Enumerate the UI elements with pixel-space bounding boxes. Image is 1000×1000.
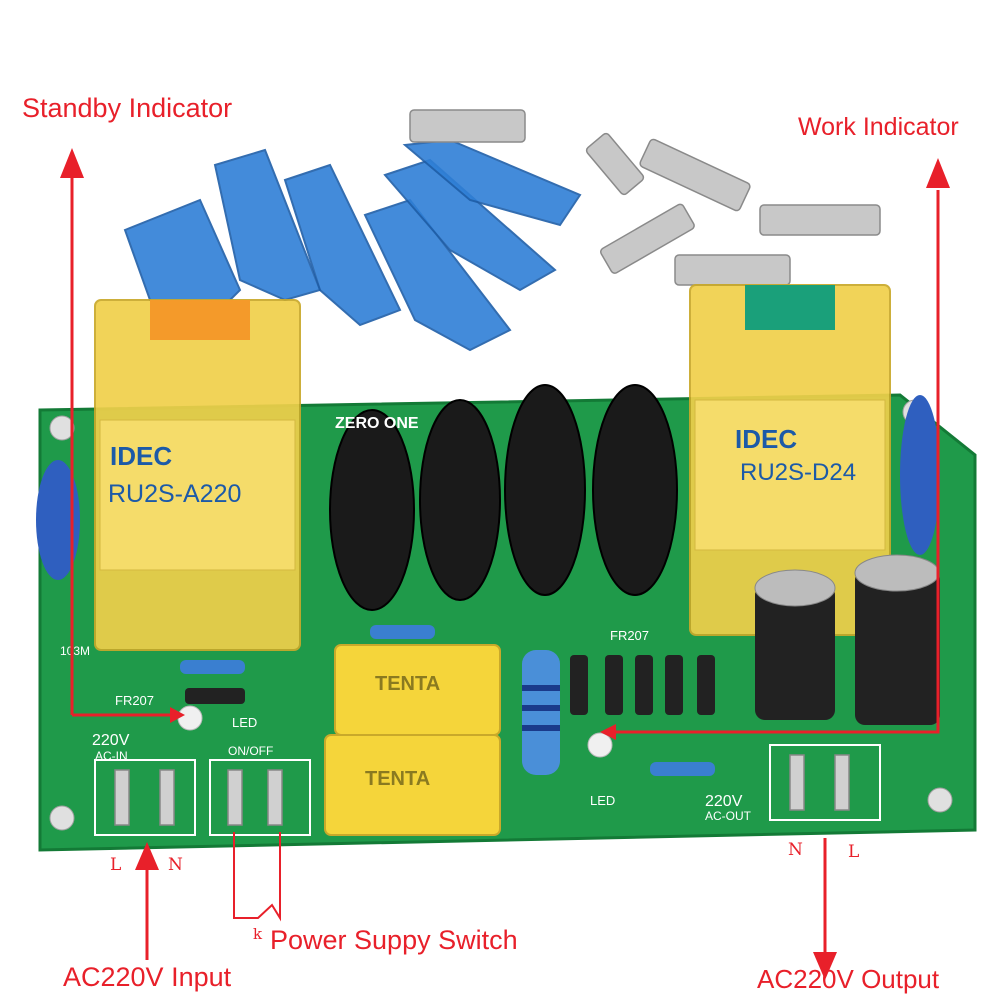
- silk-fr207-right: FR207: [610, 628, 649, 643]
- silk-on-off: ON/OFF: [228, 744, 273, 758]
- standby-indicator-label: Standby Indicator: [22, 93, 233, 123]
- silk-ac-out-volt: 220V: [705, 793, 743, 810]
- silk-ac-in: AC-IN: [95, 749, 128, 763]
- silk-ac-out: AC-OUT: [705, 809, 752, 823]
- silk-led-left: LED: [232, 715, 257, 730]
- silk-brand: ZERO ONE: [335, 415, 419, 432]
- input-n-label: N: [168, 855, 183, 875]
- power-switch-label: Power Suppy Switch: [270, 925, 518, 955]
- silk-103m: 103M: [60, 644, 90, 658]
- resistors: [180, 625, 715, 776]
- arrowheads: [60, 148, 950, 980]
- spade-terminals: [409, 109, 881, 286]
- relay-right-model: RU2S-D24: [740, 459, 856, 486]
- relay-right: [689, 284, 891, 636]
- electrolytic-capacitors: [754, 554, 940, 725]
- output-l-label: L: [848, 842, 860, 862]
- silk-led-right: LED: [590, 793, 615, 808]
- ferrite-chokes: [329, 384, 678, 611]
- blue-sleeves: [123, 138, 582, 352]
- switch-k-label: k: [253, 925, 263, 943]
- silk-fr207-left: FR207: [115, 693, 154, 708]
- relay-right-brand: IDEC: [735, 424, 797, 454]
- ac-input-label: AC220V Input: [63, 962, 232, 992]
- annotation-arrows: [70, 170, 940, 960]
- relay-left-brand: IDEC: [110, 441, 172, 471]
- relay-left: [94, 299, 301, 651]
- relay-left-model: RU2S-A220: [108, 480, 241, 508]
- ac-output-label: AC220V Output: [757, 964, 940, 994]
- work-indicator-label: Work Indicator: [798, 113, 959, 141]
- diodes: [185, 655, 715, 715]
- x-capacitors: [324, 644, 501, 836]
- output-n-label: N: [788, 840, 803, 860]
- cap-brand-2: TENTA: [365, 768, 430, 790]
- input-l-label: L: [110, 855, 122, 875]
- silk-ac-in-volt: 220V: [92, 732, 130, 749]
- spade-blades: [114, 754, 850, 826]
- cap-brand-1: TENTA: [375, 673, 440, 695]
- led-components: [177, 705, 613, 758]
